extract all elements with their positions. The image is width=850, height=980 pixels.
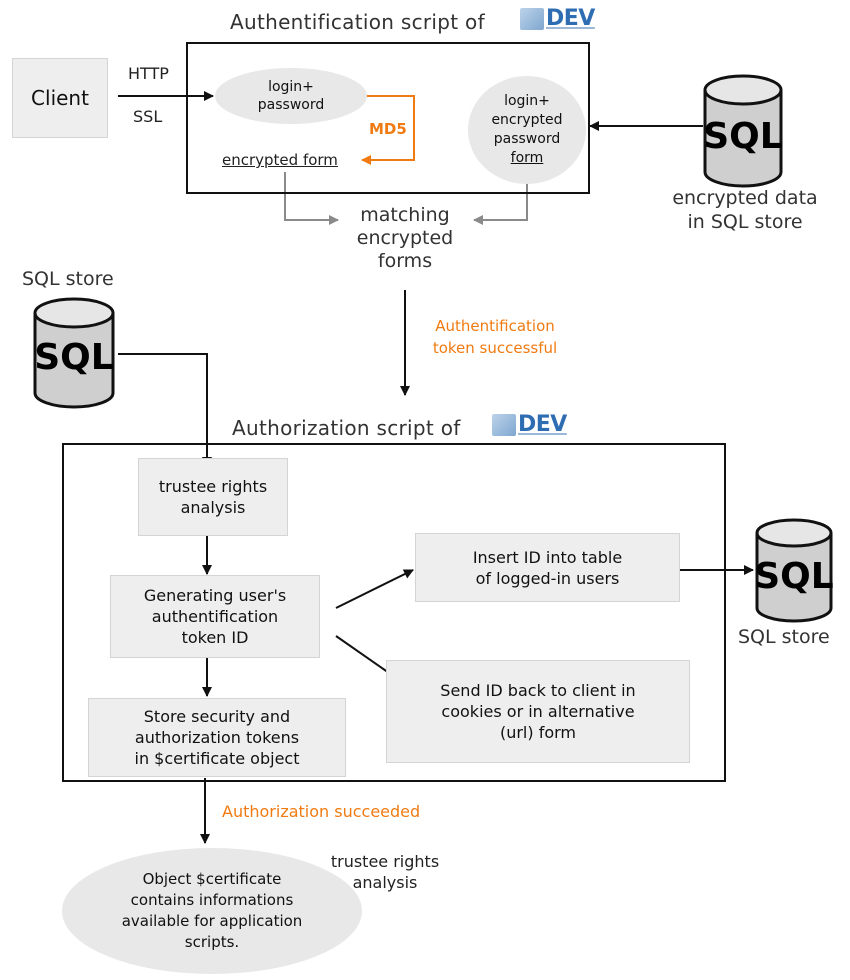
arrow-encrypted-password-to-matching [473, 182, 528, 225]
authentification-heading: Authentification script of [230, 10, 485, 34]
arrow-md5 [361, 95, 415, 165]
trustee-rights-text: trustee rights analysis [158, 477, 268, 517]
trustee-rights-box: trustee rights analysis [138, 458, 288, 536]
arrow-sql-to-trustee [118, 353, 212, 467]
sql-store-left-label: SQL store [22, 268, 114, 290]
send-id-box: Send ID back to client in cookies or in … [386, 660, 690, 763]
certificate-ellipse: Object $certificate contains information… [62, 848, 362, 974]
dev-logo-top: DEV [520, 6, 595, 31]
md5-label: MD5 [369, 120, 407, 138]
dev-logo-text: DEV [546, 6, 595, 31]
store-security-text: Store security and authorization tokens … [134, 707, 300, 768]
authorization-heading: Authorization script of [232, 416, 461, 440]
store-security-box: Store security and authorization tokens … [88, 698, 346, 777]
certificate-text: Object $certificate contains information… [121, 870, 303, 951]
sql-cylinder-encrypted [703, 74, 783, 188]
sql-store-right-label: SQL store [738, 626, 830, 648]
login-encrypted-text: login+ encrypted password [491, 93, 563, 147]
encrypted-form-label: encrypted form [222, 151, 338, 169]
auth-token-successful-label: Authentification token successful [432, 317, 558, 357]
insert-id-text: Insert ID into table of logged-in users [472, 547, 623, 588]
trustee-rights-side-label: trustee rights analysis [330, 852, 440, 892]
authorization-succeeded-label: Authorization succeeded [222, 802, 421, 821]
sql-cylinder-store-left [33, 297, 115, 409]
sql-text-encrypted: SQL [703, 116, 782, 157]
sql-encrypted-caption: encrypted data in SQL store [672, 187, 818, 233]
dev-logo-authorization: DEV [492, 412, 567, 437]
matching-label: matching encrypted forms [356, 204, 454, 272]
generating-token-text: Generating user's authentification token… [143, 586, 287, 647]
login-encrypted-form: form [510, 150, 544, 166]
client-label: Client [31, 85, 89, 110]
authorization-frame [62, 443, 726, 782]
sql-text-store-left: SQL [34, 337, 113, 378]
dev-logo-text: DEV [518, 412, 567, 437]
authentification-frame [186, 42, 590, 194]
http-label: HTTP [128, 64, 169, 83]
login-password-ellipse: login+ password [215, 68, 367, 124]
client-box: Client [12, 58, 108, 138]
send-id-text: Send ID back to client in cookies or in … [440, 681, 636, 742]
dev-logo-mark [492, 413, 516, 436]
login-encrypted-ellipse: login+ encrypted password form [468, 76, 586, 184]
insert-id-box: Insert ID into table of logged-in users [415, 533, 680, 602]
ssl-label: SSL [133, 107, 163, 126]
arrow-generating-to-insert [335, 569, 414, 609]
generating-token-box: Generating user's authentification token… [110, 575, 320, 658]
arrow-encrypted-form-to-matching [284, 172, 339, 225]
login-password-text: login+ password [257, 79, 325, 113]
dev-logo-mark [520, 7, 544, 30]
sql-cylinder-store-right [755, 518, 833, 623]
sql-text-store-right: SQL [754, 556, 833, 597]
